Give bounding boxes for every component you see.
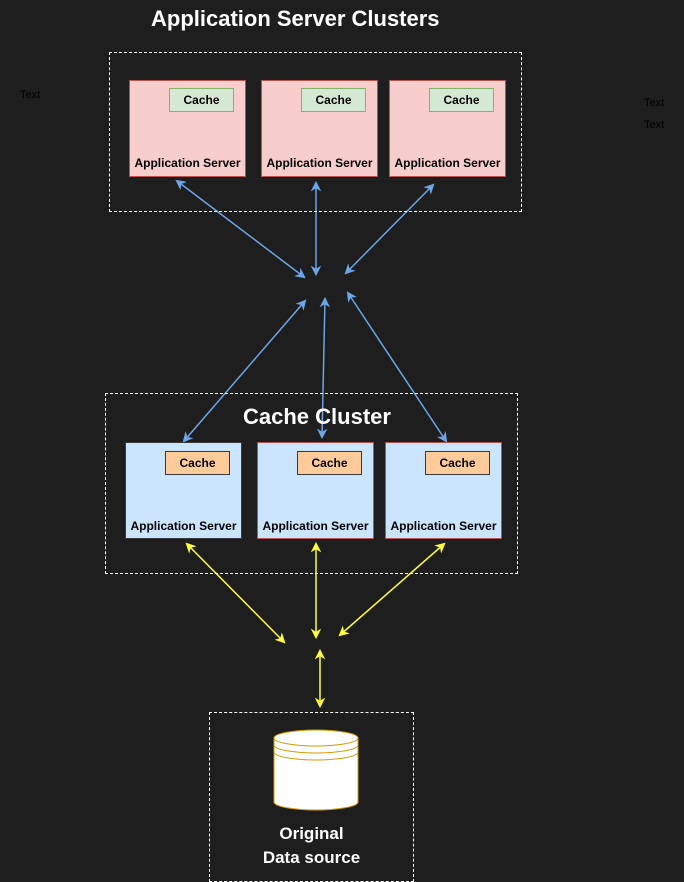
app-server-2[interactable]: Cache Application Server (261, 80, 378, 177)
cache-server-1-cache: Cache (165, 451, 230, 475)
free-text-left: Text (20, 89, 41, 101)
app-clusters-title: Application Server Clusters (151, 6, 440, 31)
app-server-3-label: Application Server (394, 156, 501, 170)
arrow-app1-hub (175, 179, 306, 279)
app-server-2-label: Application Server (266, 156, 373, 170)
cache-cluster-group (105, 393, 518, 574)
arrow-hub-cache3 (346, 291, 448, 443)
app-server-1[interactable]: Cache Application Server (129, 80, 246, 177)
free-text-right-2: Text (644, 119, 665, 131)
cache-server-2-label: Application Server (262, 519, 369, 533)
cache-server-1-label: Application Server (130, 519, 237, 533)
app-server-1-label: Application Server (134, 156, 241, 170)
free-text-right-1: Text (644, 97, 665, 109)
cache-server-3-cache: Cache (425, 451, 490, 475)
app-server-1-cache: Cache (169, 88, 234, 112)
arrow-app3-hub (344, 183, 435, 275)
cache-cluster-title: Cache Cluster (243, 404, 391, 429)
data-source-label-line1: Original (279, 824, 344, 843)
cache-server-1[interactable]: Cache Application Server (125, 442, 242, 539)
arrow-hub-cache1 (182, 299, 307, 443)
cache-server-3[interactable]: Cache Application Server (385, 442, 502, 539)
app-server-3-cache: Cache (429, 88, 494, 112)
cache-server-3-label: Application Server (390, 519, 497, 533)
app-server-cluster-group (109, 52, 522, 212)
database-icon (273, 729, 359, 811)
cache-server-2-cache: Cache (297, 451, 362, 475)
data-source-label-line2: Data source (262, 848, 361, 867)
arrow-cache1-lower-hub (185, 542, 286, 644)
cache-server-2[interactable]: Cache Application Server (257, 442, 374, 539)
arrow-hub-cache2 (316, 296, 331, 440)
app-server-2-cache: Cache (301, 88, 366, 112)
app-server-3[interactable]: Cache Application Server (389, 80, 506, 177)
arrow-cache3-lower-hub (338, 542, 446, 637)
